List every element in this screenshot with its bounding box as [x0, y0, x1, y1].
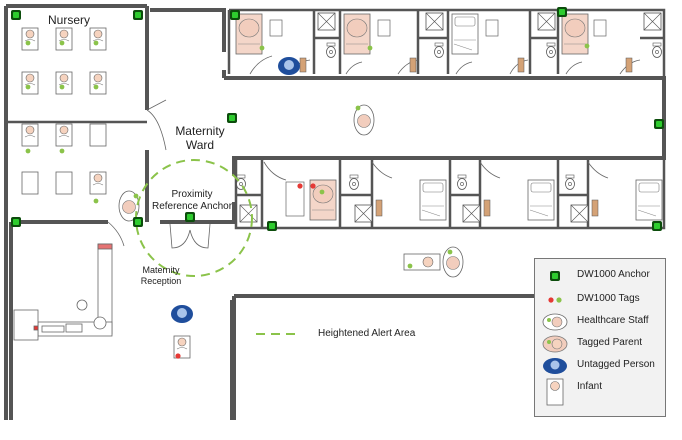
legend-label-untagged: Untagged Person	[577, 359, 655, 370]
untagged-person-icon	[543, 358, 567, 374]
tagged-parent-icon	[542, 335, 568, 353]
legend-item-anchor: DW1000 Anchor	[535, 265, 665, 287]
maternity-reception-line2: Reception	[140, 276, 182, 286]
lobby-cot	[403, 246, 464, 278]
top-room-tags	[259, 43, 590, 51]
staff-near-anchor	[118, 190, 140, 222]
top-rooms-furniture	[235, 12, 662, 73]
maternity-reception-line1: Maternity	[142, 265, 180, 275]
proximity-anchor-line1: Proximity	[171, 189, 213, 200]
legend-label-parent: Tagged Parent	[577, 337, 643, 348]
nursery-label: Nursery	[48, 13, 91, 27]
bottom-room-tags	[297, 183, 325, 195]
maternity-ward-line2: Ward	[185, 138, 215, 152]
legend-item-parent: Tagged Parent	[535, 333, 665, 355]
legend-item-untagged: Untagged Person	[535, 355, 665, 377]
anchor-icon	[550, 271, 560, 281]
proximity-anchor-line2: Reference Anchor	[151, 201, 233, 212]
maternity-reception-label: Maternity Reception	[128, 265, 194, 287]
legend-label-anchor: DW1000 Anchor	[577, 269, 650, 280]
legend-label-tags: DW1000 Tags	[577, 293, 640, 304]
bottom-rooms-furniture	[236, 174, 663, 223]
legend-label-staff: Healthcare Staff	[577, 315, 649, 326]
untagged-person-top	[278, 57, 300, 75]
maternity-ward-line1: Maternity	[175, 124, 225, 138]
inner-walls	[6, 8, 666, 230]
nursery-cots	[21, 27, 107, 195]
maternity-ward-label: Maternity Ward	[160, 124, 240, 152]
staff-corridor	[353, 104, 375, 136]
staff-icon	[542, 313, 568, 331]
reception-people	[171, 305, 193, 359]
legend-item-tags: DW1000 Tags	[535, 289, 665, 311]
proximity-anchor-label: Proximity Reference Anchor	[144, 189, 240, 213]
legend-item-infant: Infant	[535, 377, 665, 407]
nursery-tags	[25, 40, 99, 204]
infant-icon	[546, 378, 564, 406]
legend-item-staff: Healthcare Staff	[535, 311, 665, 333]
tag-dots-icon	[548, 297, 562, 303]
reception-desk	[13, 243, 113, 341]
legend: DW1000 Anchor DW1000 Tags Healthcare Sta…	[534, 258, 666, 417]
heightened-alert-label: Heightened Alert Area	[318, 328, 416, 339]
legend-label-infant: Infant	[577, 381, 603, 392]
